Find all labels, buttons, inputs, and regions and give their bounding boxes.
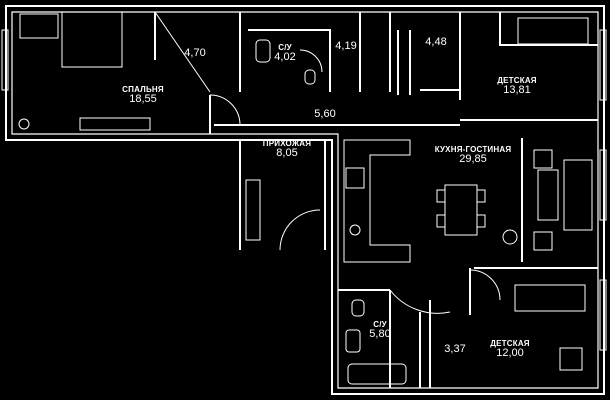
chair [476, 214, 486, 228]
room-area: 4,70 [184, 47, 206, 59]
wall [248, 29, 331, 92]
room-name: ДЕТСКАЯ [490, 339, 530, 348]
room-label-storage1: 4,19 [335, 40, 357, 53]
toilet [351, 299, 365, 317]
outer-wall-inner [11, 11, 599, 389]
bathtub [347, 363, 407, 385]
armchair [533, 231, 553, 251]
table [444, 184, 478, 236]
window [599, 29, 607, 101]
window [599, 279, 607, 351]
stove [345, 167, 365, 189]
bed [514, 284, 586, 312]
desk [19, 13, 59, 39]
room-label-living: КУХНЯ-ГОСТИНАЯ 29,85 [434, 145, 512, 166]
wall [154, 11, 211, 93]
door-arc [299, 49, 323, 73]
room-area: 5,80 [369, 328, 391, 341]
room-label-corridor: 5,60 [314, 108, 336, 121]
room-area: 12,00 [496, 347, 524, 360]
room-label-kids1: ДЕТСКАЯ 13,81 [497, 76, 537, 97]
room-area: 4,02 [274, 51, 296, 64]
room-name: КУХНЯ-ГОСТИНАЯ [434, 145, 512, 154]
sink [345, 329, 361, 353]
sink [255, 39, 271, 63]
room-label-hall: ПРИХОЖАЯ 8,05 [262, 139, 312, 160]
bed [517, 17, 589, 45]
closet [245, 179, 261, 241]
door-arc [209, 94, 241, 126]
room-name: С/У [278, 43, 292, 52]
room-area: 5,60 [314, 108, 336, 120]
sink-round [349, 224, 361, 236]
room-label-storage3: 3,37 [444, 343, 466, 356]
window [599, 149, 607, 221]
chair [436, 189, 446, 203]
desk [559, 347, 583, 371]
room-label-bath1: С/У 4,02 [274, 43, 296, 64]
room-name: С/У [373, 320, 387, 329]
room-area: 13,81 [503, 84, 531, 97]
plant [502, 229, 518, 245]
chair [436, 214, 446, 228]
sofa [537, 169, 559, 221]
room-area: 3,37 [444, 343, 466, 355]
wall [499, 12, 598, 46]
room-area: 18,55 [129, 93, 157, 106]
room-label-bedroom: СПАЛЬНЯ 18,55 [122, 85, 164, 106]
dresser [79, 117, 151, 131]
armchair [533, 149, 553, 169]
room-label-storage2: 4,48 [425, 36, 447, 49]
room-area: 4,48 [425, 36, 447, 48]
room-area: 8,05 [276, 147, 298, 160]
chair [476, 189, 486, 203]
kitchen-counter [343, 139, 411, 263]
room-name: ПРИХОЖАЯ [262, 139, 312, 148]
door-arc [469, 269, 501, 301]
outer-wall [5, 5, 605, 395]
toilet [304, 69, 316, 85]
window [1, 29, 9, 91]
room-name: ДЕТСКАЯ [497, 76, 537, 85]
room-label-bath2: С/У 5,80 [369, 320, 391, 341]
room-area: 4,19 [335, 40, 357, 52]
room-name: СПАЛЬНЯ [122, 85, 164, 94]
sofa [563, 159, 593, 231]
room-label-wardrobe: 4,70 [184, 47, 206, 60]
room-area: 29,85 [459, 153, 487, 166]
room-label-kids2: ДЕТСКАЯ 12,00 [490, 339, 530, 360]
door-arc [279, 209, 321, 251]
door-arc [389, 289, 451, 314]
lamp [18, 118, 30, 130]
bed [61, 11, 123, 68]
